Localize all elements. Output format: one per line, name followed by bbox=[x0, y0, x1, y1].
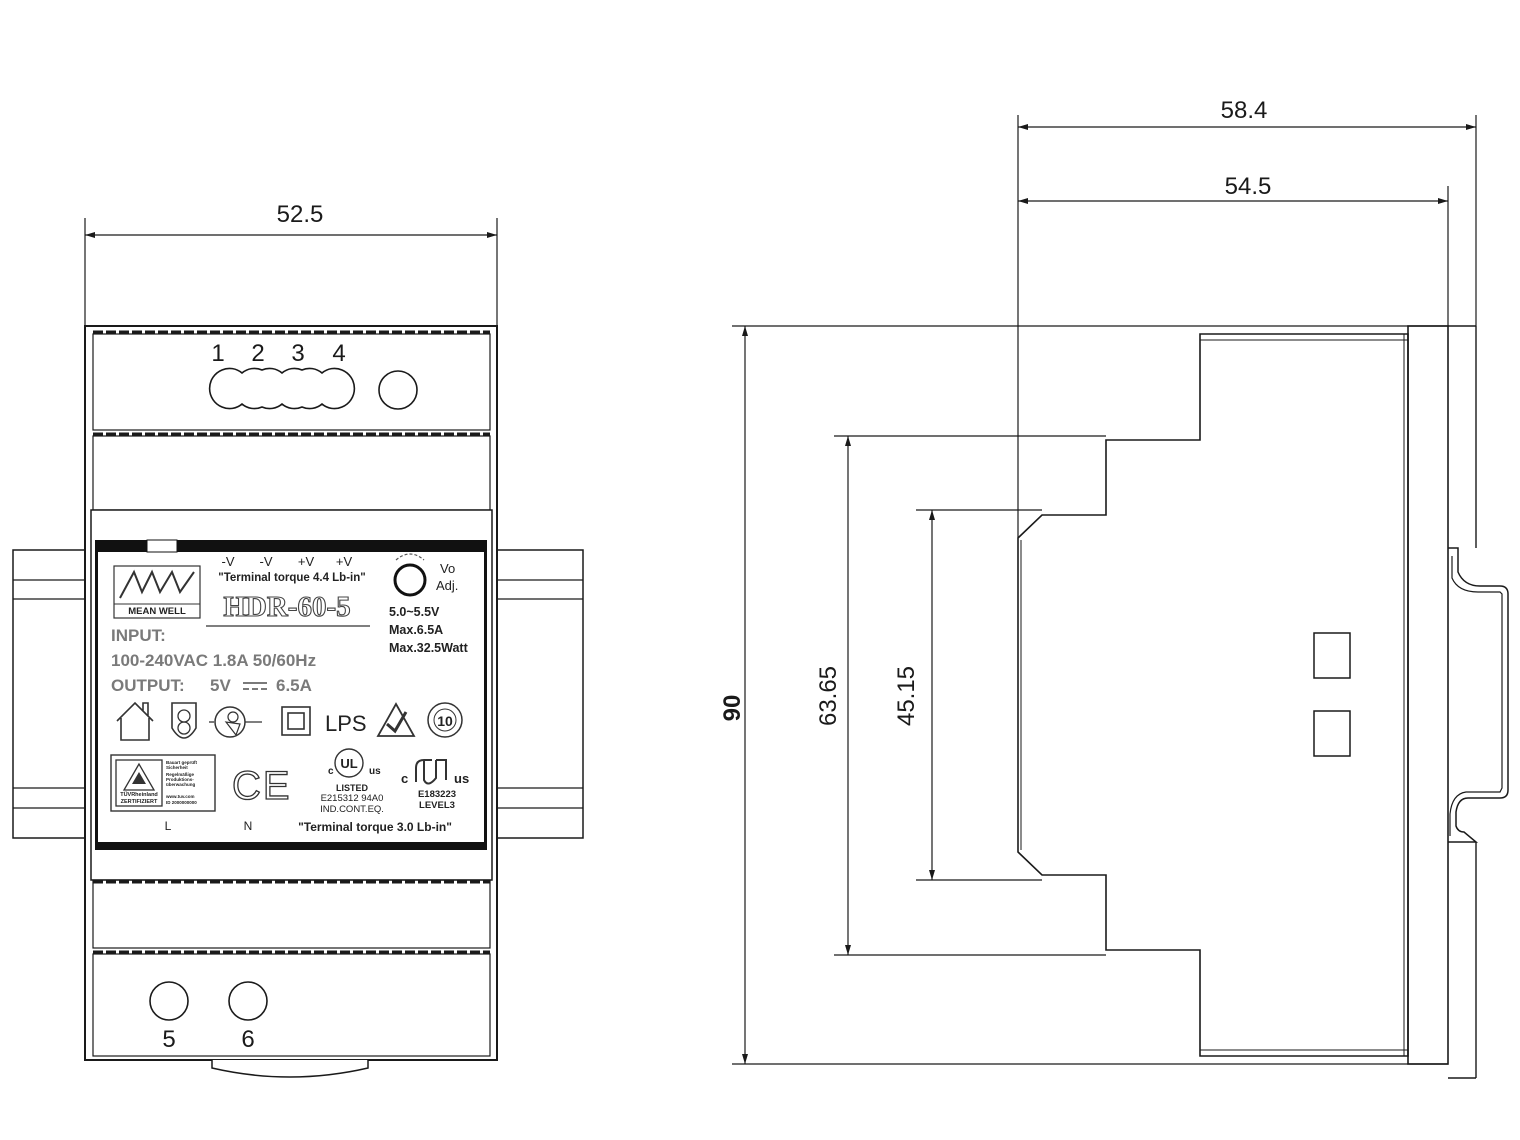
vo-label: Vo bbox=[440, 561, 455, 576]
max-power: Max.32.5Watt bbox=[389, 641, 469, 655]
safety-transformer-icon bbox=[209, 706, 262, 738]
terminal-number-3: 3 bbox=[291, 340, 304, 367]
top-terminal-block: 1 2 3 4 bbox=[208, 340, 418, 410]
lps-mark: LPS bbox=[325, 711, 367, 736]
adjust-hole bbox=[378, 370, 418, 410]
ul-category: IND.CONT.EQ. bbox=[320, 804, 384, 815]
ru-level: LEVEL3 bbox=[419, 800, 455, 811]
side-view: 58.4 54.5 90 63.65 45.15 bbox=[719, 97, 1509, 1079]
bottom-terminal-block: 5 6 bbox=[149, 981, 268, 1053]
tuv-text-3: Regelmäßige bbox=[166, 772, 195, 777]
terminal-number-2: 2 bbox=[251, 340, 264, 367]
pin-label-4: +V bbox=[336, 554, 353, 569]
terminal-number-1: 1 bbox=[211, 340, 224, 367]
tuv-name: TÜVRheinland bbox=[120, 791, 158, 798]
input-title: INPUT: bbox=[111, 626, 166, 645]
height-dimension-90: 90 bbox=[719, 325, 1448, 1065]
terminal-label-l: L bbox=[165, 819, 172, 833]
house-icon bbox=[116, 701, 154, 741]
model-name: HDR-60-5 bbox=[223, 591, 350, 623]
vo-adjust-block: Vo Adj. 5.0~5.5V Max.6.5A Max.32.5Watt bbox=[389, 553, 469, 655]
pin-label-1: -V bbox=[222, 554, 235, 569]
dim-58-4: 58.4 bbox=[1221, 97, 1268, 124]
tuv-text-1: Bauart geprüft bbox=[166, 760, 198, 765]
tuv-text-4: Produktions- bbox=[166, 777, 194, 782]
ru-file: E183223 bbox=[418, 789, 456, 800]
torque-bottom-text: "Terminal torque 3.0 Lb-in" bbox=[298, 820, 452, 834]
ce-mark: CE bbox=[232, 764, 292, 808]
ul-us: us bbox=[369, 766, 381, 777]
brand-name: MEAN WELL bbox=[128, 606, 186, 617]
front-width-dimension: 52.5 bbox=[84, 201, 498, 326]
terminal-number-5: 5 bbox=[162, 1026, 175, 1053]
ru-us: us bbox=[454, 771, 469, 786]
ru-c: c bbox=[401, 771, 408, 786]
terminal-number-6: 6 bbox=[241, 1026, 254, 1053]
ul-c: c bbox=[328, 766, 334, 777]
input-spec: 100-240VAC 1.8A 50/60Hz bbox=[111, 651, 316, 670]
efficiency-10-icon: 10 bbox=[427, 702, 463, 738]
rear-plate bbox=[1407, 325, 1449, 1065]
height-dimension-45-15: 45.15 bbox=[893, 509, 1042, 881]
height-dimension-63-65: 63.65 bbox=[815, 435, 1106, 956]
window-lower bbox=[1313, 710, 1351, 757]
output-voltage: 5V bbox=[210, 676, 231, 695]
transformer-icon bbox=[171, 702, 197, 739]
dim-54-5: 54.5 bbox=[1225, 173, 1272, 200]
ul-listed: LISTED bbox=[336, 783, 369, 793]
ul-mark: UL bbox=[340, 756, 357, 771]
tuv-text-2: Sicherheit bbox=[166, 765, 188, 770]
tuv-cert: ZERTIFIZIERT bbox=[121, 799, 158, 805]
ul-file: E215312 94A0 bbox=[321, 793, 384, 804]
dc-symbol-icon bbox=[243, 682, 267, 690]
terminal-label-n: N bbox=[244, 819, 253, 833]
rcm-mark-icon bbox=[376, 702, 416, 737]
dim-45-15: 45.15 bbox=[893, 666, 920, 726]
dim-63-65: 63.65 bbox=[815, 666, 842, 726]
pin-label-3: +V bbox=[298, 554, 315, 569]
tuv-id: ID 2000000000 bbox=[166, 800, 197, 805]
side-profile-outline bbox=[1017, 333, 1409, 1057]
dim-52-5: 52.5 bbox=[277, 201, 324, 228]
adj-label: Adj. bbox=[436, 578, 458, 593]
depth-dimension-54-5: 54.5 bbox=[1018, 173, 1449, 326]
tuv-text-5: überwachung bbox=[166, 782, 196, 787]
max-current: Max.6.5A bbox=[389, 623, 443, 637]
mean-well-logo: MEAN WELL bbox=[113, 565, 201, 619]
voltage-range: 5.0~5.5V bbox=[389, 605, 440, 619]
window-upper bbox=[1313, 632, 1351, 679]
din-clip bbox=[1448, 547, 1509, 843]
output-current: 6.5A bbox=[276, 676, 312, 695]
front-view: 1 2 3 4 5 6 -V -V +V +V "Terminal torque… bbox=[12, 201, 584, 1078]
tuv-url: www.tuv.com bbox=[165, 794, 195, 799]
ul-listed-mark: UL c us LISTED E215312 94A0 IND.CONT.EQ. bbox=[320, 748, 384, 815]
potentiometer-icon bbox=[393, 563, 427, 597]
depth-dimension-58-4: 58.4 bbox=[1017, 97, 1477, 538]
torque-top-text: "Terminal torque 4.4 Lb-in" bbox=[218, 572, 365, 584]
ul-recognized-mark: c us E183223 LEVEL3 bbox=[401, 759, 469, 811]
pin-label-2: -V bbox=[260, 554, 273, 569]
dim-90: 90 bbox=[719, 695, 746, 722]
double-insulation-icon bbox=[281, 706, 311, 736]
product-label: -V -V +V +V "Terminal torque 4.4 Lb-in" … bbox=[95, 539, 487, 850]
tuv-mark: TÜVRheinland ZERTIFIZIERT Bauart geprüft… bbox=[110, 754, 216, 812]
efficiency-number: 10 bbox=[437, 713, 453, 729]
output-title: OUTPUT: bbox=[111, 676, 185, 695]
terminal-number-4: 4 bbox=[332, 340, 345, 367]
